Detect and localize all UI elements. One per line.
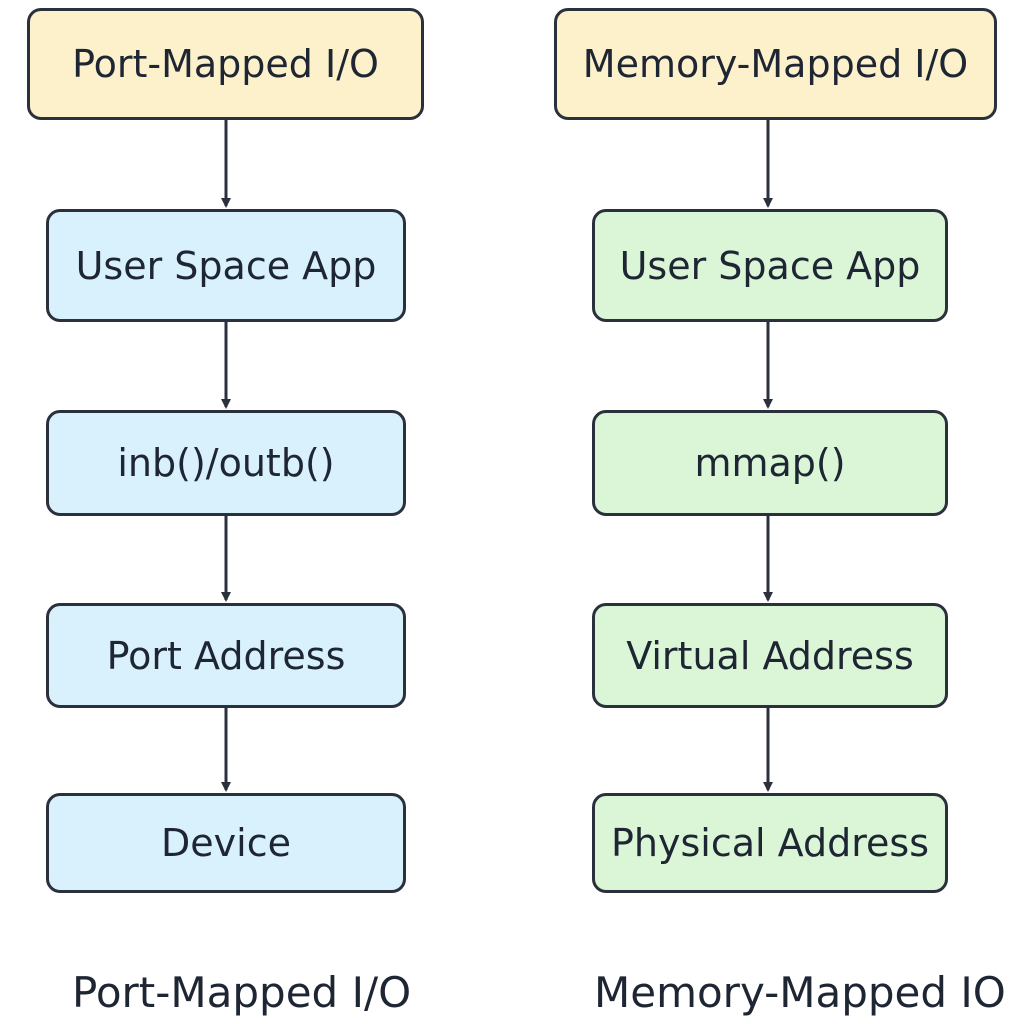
memory-mapped-header-label: Memory-Mapped I/O xyxy=(582,42,969,86)
port-device-box: Device xyxy=(46,793,406,893)
port-address-box: Port Address xyxy=(46,603,406,708)
port-mapped-header-box: Port-Mapped I/O xyxy=(27,8,424,120)
port-user-space-app-label: User Space App xyxy=(75,243,377,288)
port-inb-outb-label: inb()/outb() xyxy=(117,441,335,485)
mem-virtual-address-box: Virtual Address xyxy=(592,603,948,708)
mem-virtual-address-label: Virtual Address xyxy=(626,633,914,678)
port-device-label: Device xyxy=(161,821,291,865)
mem-user-space-app-label: User Space App xyxy=(619,243,921,288)
port-user-space-app-box: User Space App xyxy=(46,209,406,322)
port-mapped-caption: Port-Mapped I/O xyxy=(72,968,412,1017)
mem-physical-address-label: Physical Address xyxy=(611,821,929,865)
mem-physical-address-box: Physical Address xyxy=(592,793,948,893)
port-address-label: Port Address xyxy=(106,633,346,678)
mem-user-space-app-box: User Space App xyxy=(592,209,948,322)
port-mapped-header-label: Port-Mapped I/O xyxy=(72,42,379,86)
port-inb-outb-box: inb()/outb() xyxy=(46,410,406,516)
mem-mmap-box: mmap() xyxy=(592,410,948,516)
memory-mapped-header-box: Memory-Mapped I/O xyxy=(554,8,997,120)
memory-mapped-caption: Memory-Mapped IO xyxy=(594,968,1006,1017)
mem-mmap-label: mmap() xyxy=(694,441,846,485)
